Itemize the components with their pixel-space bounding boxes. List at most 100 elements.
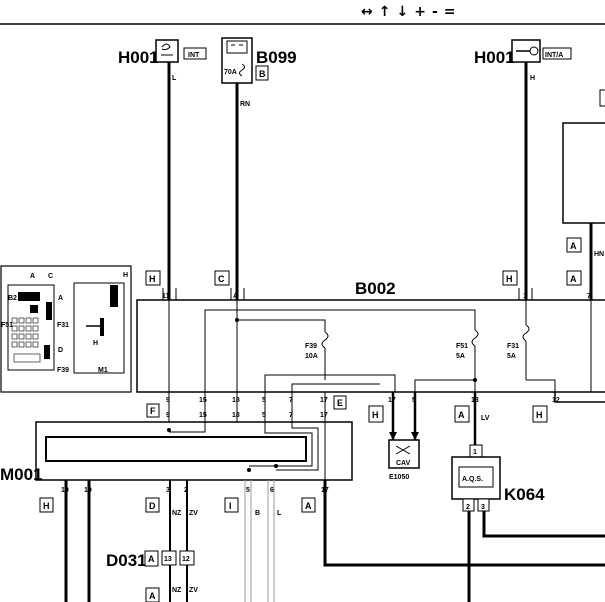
b099-fuse-rating: 70A bbox=[224, 69, 237, 76]
b002-bottom-pin-5: 17 bbox=[320, 397, 328, 404]
inset-label-9: H bbox=[93, 340, 98, 347]
d031-letter-2: A bbox=[149, 591, 156, 601]
fuse-1-rating: 5A bbox=[456, 353, 465, 360]
h001-left-wire: L bbox=[172, 75, 177, 82]
m001-bottom-letter-2: I bbox=[229, 501, 232, 511]
d031-pin-2: 12 bbox=[182, 556, 190, 563]
m001-code: M001 bbox=[0, 465, 43, 484]
b002-top-letter-1: C bbox=[218, 274, 225, 284]
m001-bottom-letter-0: H bbox=[43, 501, 50, 511]
h001-left-tag-box bbox=[183, 47, 207, 60]
inset-label-1: C bbox=[48, 273, 53, 280]
m001-bottom-pin-4: 5 bbox=[246, 487, 250, 494]
e1050-code: E1050 bbox=[389, 474, 409, 481]
inset-label-0: A bbox=[30, 273, 35, 280]
navigation-toolbar: ↔ ↑ ↓ + - = bbox=[360, 2, 456, 22]
m001-bottom-wire-2: B bbox=[255, 510, 260, 517]
b002-bottom-pin-2: 18 bbox=[232, 397, 240, 404]
fuse-2-rating: 5A bbox=[507, 353, 516, 360]
b002-bottom-pin-1: 15 bbox=[199, 397, 207, 404]
m001-bottom-letter-1: D bbox=[149, 501, 156, 511]
inset-label-6: F51 bbox=[1, 322, 13, 329]
m001-bottom-wire-3: L bbox=[277, 510, 282, 517]
e1050-label: CAV bbox=[396, 460, 411, 467]
m001-bottom-pin-5: 6 bbox=[270, 487, 274, 494]
inset-label-3: B2 bbox=[8, 295, 17, 302]
b002-box bbox=[136, 299, 605, 393]
right-conn-letter-lower: A bbox=[570, 274, 577, 284]
fuse-0-name: F39 bbox=[305, 343, 317, 350]
inset-label-8: F39 bbox=[57, 367, 69, 374]
pan-left-right-icon[interactable]: ↔ bbox=[361, 4, 373, 20]
m001-bottom-wire-0: NZ bbox=[172, 510, 182, 517]
e1050-box bbox=[388, 439, 420, 469]
inset-label-7: D bbox=[58, 347, 63, 354]
m001-top-pin-1: 15 bbox=[199, 412, 207, 419]
h001-left-tag: INT bbox=[188, 52, 200, 59]
inset-label-10: M1 bbox=[98, 367, 108, 374]
m001-top-pin-4: 7 bbox=[289, 412, 293, 419]
k064-letter: A bbox=[458, 410, 465, 420]
m001-bottom-letter-3: A bbox=[305, 501, 312, 511]
k064-code: K064 bbox=[504, 485, 545, 504]
d031-wire-1: NZ bbox=[172, 587, 182, 594]
m001-top-pin-5: 17 bbox=[320, 412, 328, 419]
right-conn-letter-upper: A bbox=[570, 241, 577, 251]
b002-top-pin-2: 1 bbox=[523, 293, 527, 300]
b002-bottom-pin-0: 9 bbox=[166, 397, 170, 404]
k064-pin-bl: 2 bbox=[466, 504, 470, 511]
b002-code: B002 bbox=[355, 279, 396, 298]
arrow-down-icon[interactable]: ↓ bbox=[396, 4, 409, 20]
b002-top-letter-0: H bbox=[149, 274, 156, 284]
k064-box-label: A.Q.S. bbox=[462, 476, 483, 483]
h001-left-code: H001 bbox=[118, 48, 159, 67]
m001: F 9 15 18 5 7 17 M001 10 19 3 2 5 6 17 bbox=[0, 403, 353, 494]
e1050: H CAV E1050 bbox=[368, 392, 420, 481]
b002-bottom-pin-3: 5 bbox=[262, 397, 266, 404]
k064-pin-br: 3 bbox=[481, 504, 485, 511]
m001-bottom-pin-2: 3 bbox=[166, 487, 170, 494]
fuse-1-name: F51 bbox=[456, 343, 468, 350]
h001-right-tag: INT/A bbox=[545, 52, 563, 59]
k064-wire-lv: LV bbox=[481, 415, 490, 422]
zoom-reset-button[interactable]: = bbox=[443, 4, 456, 20]
b099-code: B099 bbox=[256, 48, 297, 67]
m001-top-pin-0: 9 bbox=[166, 412, 170, 419]
m001-display bbox=[45, 436, 307, 462]
inset-label-2: H bbox=[123, 272, 128, 279]
h001-right: H001 INT/A H bbox=[474, 39, 572, 82]
b099: 70A B B099 RN bbox=[221, 37, 297, 108]
d031-letter: A bbox=[148, 554, 155, 564]
b002-top-pin-0: 11 bbox=[162, 293, 170, 300]
b002-right-h: H bbox=[536, 410, 543, 420]
k064-pin-top: 1 bbox=[473, 449, 477, 456]
fuse-2-name: F31 bbox=[507, 343, 519, 350]
d031-code: D031 bbox=[106, 551, 147, 570]
d031: D031 A 13 12 NZ ZV A bbox=[106, 550, 198, 602]
h001-left: H001 INT L bbox=[118, 39, 207, 82]
h001-right-wire: H bbox=[530, 75, 535, 82]
d031-wire-2: ZV bbox=[189, 587, 198, 594]
zoom-out-button[interactable]: - bbox=[431, 4, 438, 20]
b099-letter: B bbox=[259, 69, 266, 79]
b002-bottom-pin-9: 12 bbox=[552, 397, 560, 404]
b002-top-pin-1: A bbox=[233, 293, 238, 300]
b002-top-pin-3: 7 bbox=[587, 293, 591, 300]
right-module-box bbox=[562, 122, 605, 224]
b099-wire: RN bbox=[240, 101, 250, 108]
inset-label-5: F31 bbox=[57, 322, 69, 329]
fuse-0-rating: 10A bbox=[305, 353, 318, 360]
k064: A LV 1 A.Q.S. K064 2 3 bbox=[451, 392, 605, 602]
b002-bottom-pin-4: 7 bbox=[289, 397, 293, 404]
arrow-up-icon[interactable]: ↑ bbox=[378, 4, 391, 20]
b002-top-letter-2: H bbox=[506, 274, 513, 284]
m001-top-pin-2: 18 bbox=[232, 412, 240, 419]
m001-letter: F bbox=[150, 406, 156, 416]
inset-label-4: A bbox=[58, 295, 63, 302]
d031-pin-1: 13 bbox=[164, 556, 172, 563]
m001-top-pin-3: 5 bbox=[262, 412, 266, 419]
m001-bottom-wire-1: ZV bbox=[189, 510, 198, 517]
e1050-letter: H bbox=[372, 410, 379, 420]
zoom-in-button[interactable]: + bbox=[414, 4, 426, 20]
